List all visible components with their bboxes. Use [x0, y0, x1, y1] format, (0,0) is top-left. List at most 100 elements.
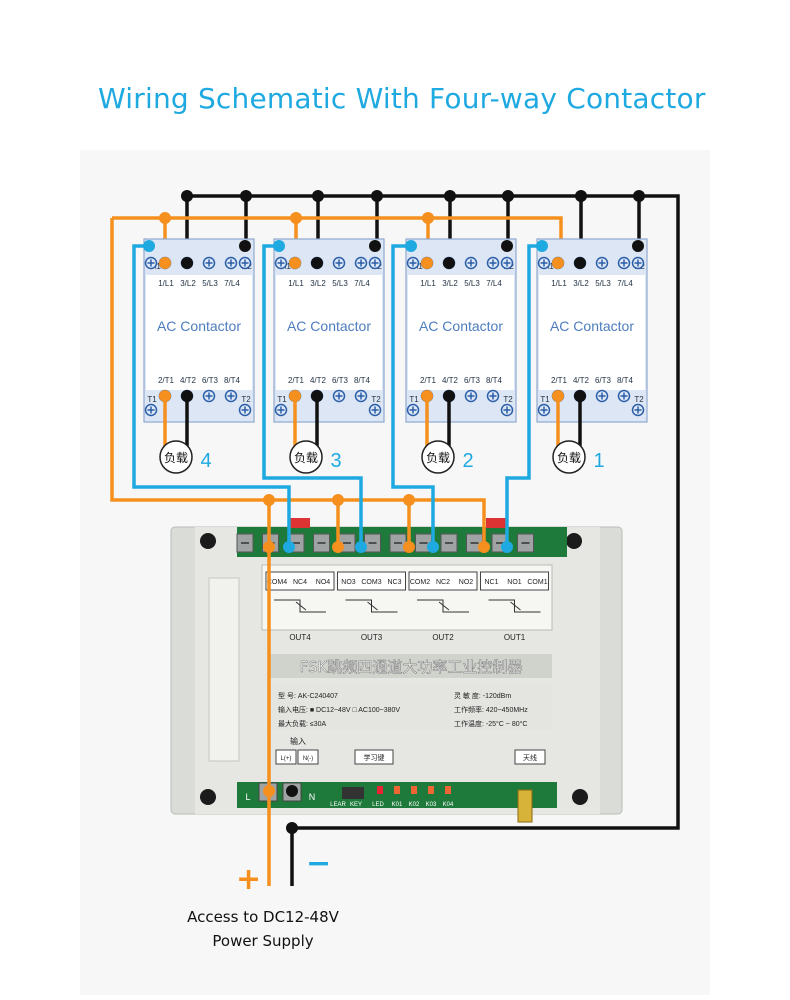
contactor-top-pole: 1/L1 — [420, 279, 436, 288]
output-label: OUT1 — [504, 633, 526, 642]
terminal-dot-l1 — [421, 257, 433, 269]
contactor-top-pole: 1/L1 — [288, 279, 304, 288]
input-l-label: L(+) — [281, 756, 292, 762]
contactor-bottom-pole: 4/T2 — [310, 376, 327, 385]
orange-bus-junction-3 — [422, 212, 434, 224]
spec-block — [270, 684, 552, 730]
contactor-face — [276, 275, 382, 390]
led-2 — [394, 786, 400, 794]
terminal-dot-a1 — [143, 240, 155, 252]
contactor-label: AC Contactor — [157, 318, 241, 334]
contactor-a1-label: A1 — [413, 262, 423, 271]
relay-term-label: COM2 — [410, 579, 430, 586]
relay-term-label: NO1 — [507, 579, 522, 586]
black-bus-junction-2 — [240, 190, 252, 202]
relay-term-box-1 — [265, 571, 335, 591]
mount-hole-3 — [200, 789, 216, 805]
contactor-label: AC Contactor — [419, 318, 503, 334]
controller-com-dot-4 — [478, 541, 490, 553]
relay-term-label: NC3 — [387, 579, 401, 586]
power-caption-line1: Access to DC12-48V — [187, 908, 339, 926]
contactor-bottom-pole: 6/T3 — [595, 376, 612, 385]
output-label: OUT2 — [432, 633, 454, 642]
power-minus-junction — [286, 822, 298, 834]
contactor-bottom-pole: 6/T3 — [202, 376, 219, 385]
contactor-bottom-pole: 8/T4 — [486, 376, 503, 385]
black-bus-junction-6 — [502, 190, 514, 202]
contactor-t2-label: T2 — [503, 395, 513, 404]
contactor-face — [146, 275, 252, 390]
contactor-t2-label: T2 — [634, 395, 644, 404]
contactor-label: AC Contactor — [550, 318, 634, 334]
relay-symbol-3 — [417, 599, 469, 613]
relay-switch-3 — [438, 601, 450, 611]
controller-title: FSK跳频四通道大功率工业控制器 — [300, 658, 523, 676]
orange-com-junction-1 — [263, 494, 275, 506]
contactor-bottom-pole: 2/T1 — [551, 376, 568, 385]
terminal-dot-a1 — [536, 240, 548, 252]
contactor-top-pole: 7/L4 — [224, 279, 240, 288]
relay-term-label: NO3 — [341, 579, 356, 586]
controller-no-dot-2 — [355, 541, 367, 553]
contactor-bottom-pole: 6/T3 — [464, 376, 481, 385]
diagram-title: Wiring Schematic With Four-way Contactor — [98, 82, 706, 115]
mount-hole-2 — [566, 533, 582, 549]
relay-term-label: COM3 — [361, 579, 381, 586]
bottom-label: LEAR — [330, 802, 346, 808]
contactor-a1-label: A1 — [151, 262, 161, 271]
relay-term-label: COM1 — [527, 579, 547, 586]
contactor-top-pole: 5/L3 — [202, 279, 218, 288]
power-minus-terminal-dot — [286, 785, 298, 797]
contactor-top-pole: 5/L3 — [595, 279, 611, 288]
terminal-dot-a2 — [501, 240, 513, 252]
terminal-dot-a2 — [369, 240, 381, 252]
bottom-label: LED — [372, 802, 384, 808]
controller-no-dot-4 — [501, 541, 513, 553]
contactor-top-pole: 7/L4 — [486, 279, 502, 288]
relay-term-label: NO2 — [459, 579, 474, 586]
load-text: 负载 — [557, 451, 581, 465]
contactor-top-pole: 7/L4 — [617, 279, 633, 288]
minus-sign: − — [306, 846, 332, 881]
red-marker-1 — [290, 518, 310, 528]
relay-term-label: NC1 — [484, 579, 498, 586]
spec-model: 型 号: AK-C240407 — [278, 691, 338, 700]
black-bus-junction-7 — [575, 190, 587, 202]
input-n-label: N(-) — [303, 756, 313, 762]
led-4 — [428, 786, 434, 794]
contactor-top-pole: 1/L1 — [158, 279, 174, 288]
contactor-bottom-pole: 4/T2 — [573, 376, 590, 385]
relay-term-box-4 — [480, 571, 549, 591]
orange-bus-junction-2 — [290, 212, 302, 224]
black-bus-wire — [187, 194, 680, 886]
contactor-t1-label: T1 — [277, 395, 287, 404]
black-bus-junction-5 — [444, 190, 456, 202]
contactor-top-pole: 7/L4 — [354, 279, 370, 288]
blue-control-wire-3 — [262, 244, 363, 547]
contactor-top-pole: 5/L3 — [332, 279, 348, 288]
antenna-connector — [517, 789, 533, 823]
relay-symbol-2 — [345, 599, 398, 613]
contactor-a1-label: A1 — [544, 262, 554, 271]
relay-term-label: NO4 — [316, 579, 331, 586]
relay-term-label: NC4 — [293, 579, 307, 586]
controller-title-bar — [270, 654, 552, 678]
contactor-face — [539, 275, 645, 390]
blue-control-wire-2 — [391, 244, 435, 547]
spec-input: 输入电压: ■ DC12~48V □ AC100~380V — [278, 705, 400, 714]
load-text: 负载 — [294, 451, 318, 465]
terminal-dot-a1 — [405, 240, 417, 252]
contactor-bottom-pole: 2/T1 — [158, 376, 175, 385]
bottom-label: K02 — [409, 802, 420, 808]
contactor-top-pole: 5/L3 — [464, 279, 480, 288]
contactor-bottom-pole: 4/T2 — [180, 376, 197, 385]
bottom-label: L — [245, 792, 250, 802]
load-circle — [552, 440, 586, 474]
terminal-dot-l2 — [443, 257, 455, 269]
relay-switch-2 — [367, 601, 378, 611]
black-bus-junction-4 — [371, 190, 383, 202]
load-circle — [289, 440, 323, 474]
